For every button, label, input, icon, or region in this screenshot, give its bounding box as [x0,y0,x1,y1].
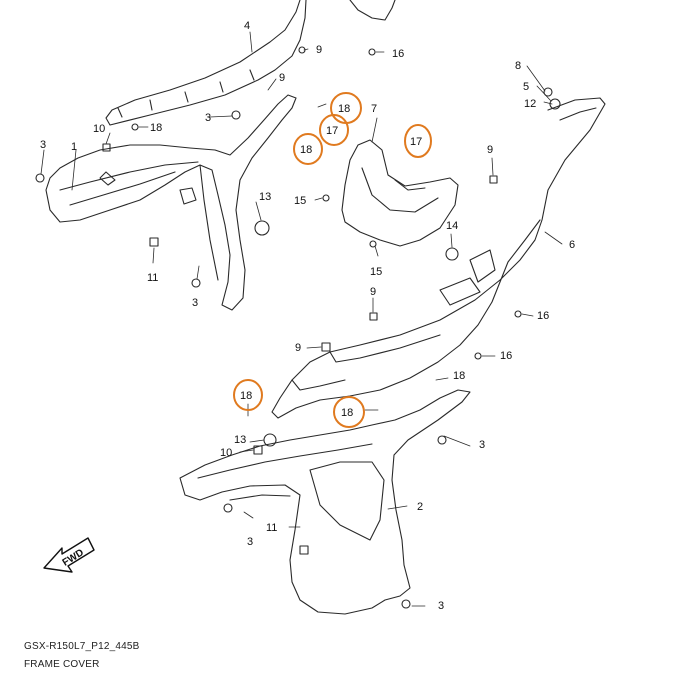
callout-label: 14 [446,220,458,232]
diagram-code: GSX-R150L7_P12_445B [24,641,140,652]
fasteners [35,46,561,609]
part-4-rail-cover [105,0,396,126]
callout-label: 18 [150,122,162,134]
callout-label: 16 [392,48,404,60]
callout-label: 17 [410,136,422,148]
callout-label: 4 [244,20,250,32]
callout-label: 6 [569,239,575,251]
callout-label: 2 [417,501,423,513]
highlight-rings [233,92,432,428]
callout-label: 16 [537,310,549,322]
part-6-rear-cover [271,97,606,419]
callout-label: 18 [453,370,465,382]
callout-label: 3 [40,139,46,151]
callout-label: 9 [295,342,301,354]
highlight-ring [293,133,323,165]
callout-label: 11 [266,522,277,534]
callout-label: 18 [300,144,312,156]
callout-label: 16 [500,350,512,362]
callout-label: 9 [279,72,285,84]
callout-label: 18 [341,407,353,419]
callout-label: 10 [93,123,105,135]
callout-label: 3 [247,536,253,548]
fwd-arrow-icon [43,537,95,573]
highlight-ring [404,124,432,158]
callout-label: 15 [370,266,382,278]
callout-label: 18 [240,390,252,402]
callout-label: 11 [147,272,158,284]
callout-label: 9 [316,44,322,56]
callout-label: 10 [220,447,232,459]
part-2-lower-cover [179,389,471,615]
callout-label: 3 [438,600,444,612]
callout-label: 12 [524,98,536,110]
highlight-ring [233,379,263,411]
callout-label: 3 [479,439,485,451]
part-7-center-cover [341,139,459,247]
callouts: 4 9 16 8 9 5 12 7 18 3 10 18 17 17 3 1 1… [40,20,575,612]
callout-label: 13 [234,434,246,446]
callout-label: 13 [259,191,271,203]
leader-lines [40,31,563,607]
callout-label: 5 [523,81,529,93]
callout-label: 9 [370,286,376,298]
callout-label: 18 [338,103,350,115]
highlight-ring [333,396,365,428]
callout-label: 3 [192,297,198,309]
callout-label: 7 [371,103,377,115]
part-1-frame-cover-left [45,94,297,311]
highlight-ring [319,114,349,146]
callout-label: 15 [294,195,306,207]
callout-label: 17 [326,125,338,137]
callout-label: 8 [515,60,521,72]
diagram-title: FRAME COVER [24,659,100,670]
callout-label: 3 [205,112,211,124]
callout-label: 9 [487,144,493,156]
callout-label: 1 [71,141,77,153]
